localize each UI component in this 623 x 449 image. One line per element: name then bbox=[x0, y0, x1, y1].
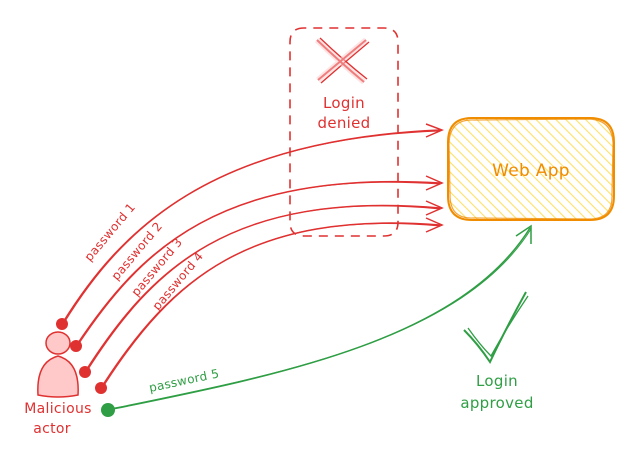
approved-label-line1: Login bbox=[476, 372, 518, 390]
attempt-arrow-3: password 3 bbox=[79, 200, 444, 378]
denied-label-line1: Login bbox=[323, 94, 365, 112]
denied-dashed-box bbox=[289, 27, 399, 237]
attempt-dot-1 bbox=[56, 318, 68, 330]
attempt-dot-2 bbox=[70, 340, 82, 352]
denied-label-line2: denied bbox=[318, 114, 371, 132]
attempt-dot-4 bbox=[95, 382, 107, 394]
attempt-dot-5 bbox=[101, 403, 115, 417]
actor-label-line1: Malicious bbox=[24, 401, 91, 417]
attempt-label-5: password 5 bbox=[148, 366, 221, 395]
actor-label-line2: actor bbox=[33, 421, 71, 437]
web-app-label: Web App bbox=[492, 161, 570, 181]
malicious-actor-node: Malicious actor bbox=[24, 331, 91, 437]
web-app-box-sketch bbox=[448, 118, 614, 220]
actor-body bbox=[37, 355, 79, 398]
web-app-box bbox=[447, 117, 615, 221]
approved-label-line2: approved bbox=[460, 394, 533, 412]
login-denied-zone: Login denied bbox=[289, 27, 399, 237]
attempt-dot-3 bbox=[79, 366, 91, 378]
actor-head bbox=[45, 331, 71, 355]
x-cross-icon bbox=[314, 37, 370, 85]
login-approved-node: Login approved bbox=[460, 291, 533, 412]
web-app-node: Web App bbox=[447, 117, 615, 221]
checkmark-icon bbox=[463, 291, 529, 365]
